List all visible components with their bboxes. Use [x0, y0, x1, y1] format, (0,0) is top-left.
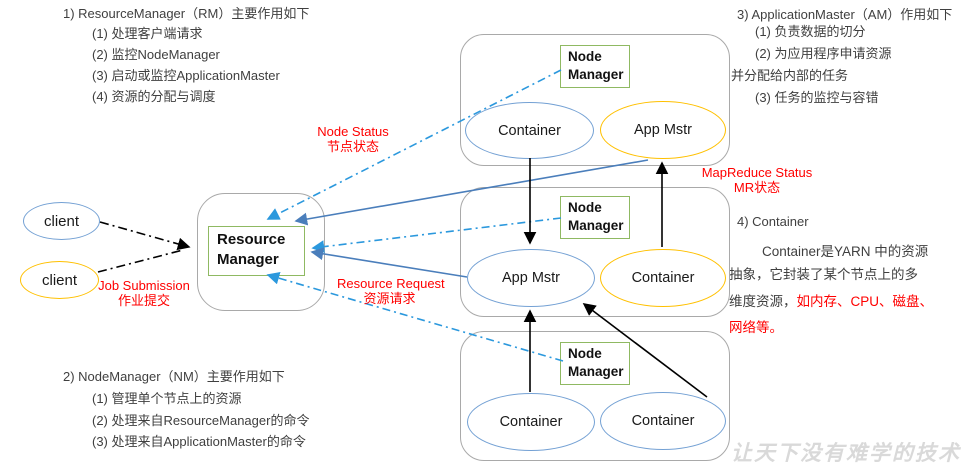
- node1-app-mstr-ellipse: App Mstr: [600, 101, 726, 159]
- job-submission-label: Job Submission 作业提交: [98, 278, 190, 308]
- resource-manager-box: Resource Manager: [208, 226, 305, 276]
- container-block-line: 网络等。: [729, 320, 783, 335]
- rm-block-item: (3) 启动或监控ApplicationMaster: [92, 68, 280, 83]
- rm-block-item: (1) 处理客户端请求: [92, 26, 203, 41]
- am-block-item: (2) 为应用程序申请资源: [755, 46, 892, 61]
- nm-block-item: (1) 管理单个节点上的资源: [92, 391, 242, 406]
- node2-app-mstr-ellipse: App Mstr: [467, 249, 595, 307]
- am-block-item: 并分配给内部的任务: [731, 68, 849, 83]
- nm-block-heading: 2) NodeManager（NM）主要作用如下: [63, 369, 285, 384]
- node3-node-manager: Node Manager: [560, 342, 630, 385]
- am-block-heading: 3) ApplicationMaster（AM）作用如下: [737, 7, 953, 22]
- container-block-line: Container是YARN 中的资源: [762, 244, 929, 259]
- rm-block-item: (2) 监控NodeManager: [92, 47, 220, 62]
- client-node-1: client: [23, 202, 100, 240]
- container-line-red: 如内存、CPU、磁盘、: [796, 294, 934, 309]
- rm-block-item: (4) 资源的分配与调度: [92, 89, 216, 104]
- watermark-text: 让天下没有难学的技术: [731, 440, 961, 465]
- node3-container-ellipse-2: Container: [600, 392, 726, 450]
- node1-node-manager: Node Manager: [560, 45, 630, 88]
- mapreduce-status-label: MapReduce Status MR状态: [701, 165, 813, 195]
- container-block-line: 维度资源，如内存、CPU、磁盘、: [729, 290, 933, 310]
- client-node-2: client: [20, 261, 99, 299]
- node2-container-ellipse: Container: [600, 249, 726, 307]
- resource-request-label: Resource Request 资源请求: [337, 276, 445, 306]
- job-submission-arrow-2: [97, 249, 184, 273]
- node3-container-ellipse-1: Container: [467, 393, 595, 451]
- rm-block-heading: 1) ResourceManager（RM）主要作用如下: [63, 6, 310, 21]
- container-line-gray: 维度资源，: [729, 294, 797, 309]
- node-status-label: Node Status 节点状态: [317, 124, 389, 154]
- nm-block-item: (2) 处理来自ResourceManager的命令: [92, 413, 310, 428]
- resource-request-arrow-2: [310, 247, 468, 278]
- node1-container-ellipse: Container: [465, 102, 594, 159]
- node2-node-manager: Node Manager: [560, 196, 630, 239]
- job-submission-arrow-1: [99, 221, 191, 251]
- am-block-item: (3) 任务的监控与容错: [755, 90, 879, 105]
- am-block-item: (1) 负责数据的切分: [755, 24, 866, 39]
- container-block-line: 抽象，它封装了某个节点上的多: [729, 267, 918, 282]
- container-block-heading: 4) Container: [737, 214, 809, 229]
- nm-block-item: (3) 处理来自ApplicationMaster的命令: [92, 434, 306, 449]
